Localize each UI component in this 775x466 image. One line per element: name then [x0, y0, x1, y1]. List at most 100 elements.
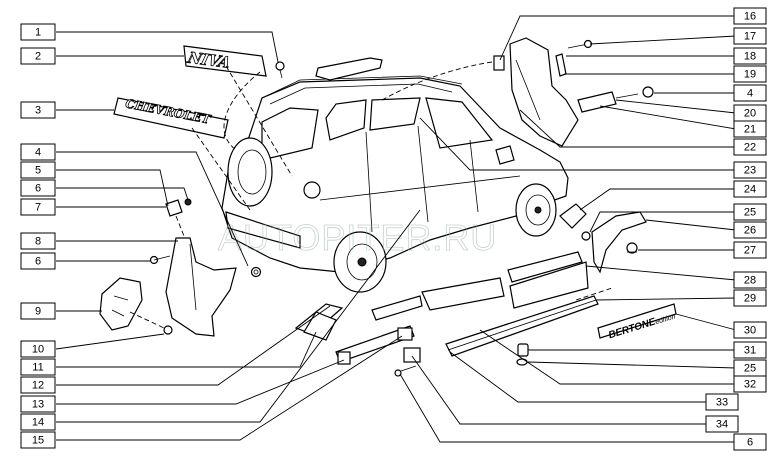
callout-number: 15: [32, 435, 44, 447]
clip-34: [403, 347, 421, 363]
callout-number: 6: [747, 437, 753, 449]
callout-box: [733, 161, 767, 179]
rear-mud-flap: [165, 237, 237, 337]
callout-number: 22: [744, 142, 756, 154]
callouts-right: 1617181942021222324252627282930312532333…: [705, 7, 767, 451]
vehicle-body: [221, 75, 569, 293]
callout-20: 20: [733, 104, 767, 122]
callout-1: 1: [20, 23, 56, 41]
callout-number: 28: [744, 275, 756, 287]
callout-number: 33: [716, 397, 728, 409]
callout-22: 22: [733, 138, 767, 156]
callout-box: [733, 84, 767, 102]
callout-number: 25: [744, 363, 756, 375]
callout-number: 26: [744, 225, 756, 237]
nut-4-left: [250, 266, 262, 278]
callout-number: 4: [747, 88, 753, 100]
screw-6-left: [149, 255, 171, 265]
callout-21: 21: [733, 120, 767, 138]
callout-box: [733, 271, 767, 289]
callout-box: [20, 252, 56, 270]
bertone-badge: BERTONEedition: [597, 303, 677, 341]
callout-6: 6: [733, 433, 767, 451]
callout-box: [20, 395, 56, 413]
callout-box: [733, 7, 767, 25]
callout-2: 2: [20, 47, 56, 65]
callout-4: 4: [733, 84, 767, 102]
callout-15: 15: [20, 431, 56, 449]
callout-number: 14: [32, 417, 44, 429]
callout-box: [733, 65, 767, 83]
callout-29: 29: [733, 289, 767, 307]
callout-box: [20, 358, 56, 376]
callout-number: 21: [744, 124, 756, 136]
bracket-18-19: [555, 53, 567, 77]
callout-box: [20, 413, 56, 431]
callout-box: [733, 47, 767, 65]
callout-box: [733, 241, 767, 259]
plug-27: [626, 242, 638, 254]
callout-5: 5: [20, 161, 56, 179]
callout-number: 5: [35, 165, 41, 177]
callout-number: 17: [744, 31, 756, 43]
callout-number: 25: [744, 207, 756, 219]
callout-number: 18: [744, 51, 756, 63]
callout-number: 34: [716, 419, 728, 431]
mud-flap-bracket: [99, 277, 173, 335]
callout-number: 6: [35, 256, 41, 268]
callout-box: [20, 101, 56, 119]
front-mud-guard-small: [559, 203, 587, 229]
callout-box: [20, 23, 56, 41]
door-molding: [371, 251, 589, 321]
callout-number: 12: [32, 380, 44, 392]
niva-screw-icon: [275, 61, 285, 79]
callout-box: [733, 27, 767, 45]
callout-box: [20, 179, 56, 197]
callout-number: 29: [744, 293, 756, 305]
callout-4: 4: [20, 143, 56, 161]
leader-lines: [55, 15, 737, 443]
screw-6-bottom: [394, 365, 417, 377]
callout-number: 20: [744, 108, 756, 120]
callout-number: 3: [35, 105, 41, 117]
callout-box: [705, 415, 739, 433]
callout-box: [20, 232, 56, 250]
sill-clip-block: [335, 325, 415, 365]
callout-26: 26: [733, 221, 767, 239]
callout-box: [733, 289, 767, 307]
callout-number: 16: [744, 11, 756, 23]
callout-number: 2: [35, 51, 41, 63]
callout-30: 30: [733, 321, 767, 339]
callout-16: 16: [733, 7, 767, 25]
callout-box: [20, 143, 56, 161]
callout-27: 27: [733, 241, 767, 259]
callout-box: [20, 47, 56, 65]
callout-23: 23: [733, 161, 767, 179]
callout-9: 9: [20, 302, 56, 320]
callout-box: [733, 180, 767, 198]
callout-box: [733, 138, 767, 156]
front-mud-flap: [493, 37, 579, 147]
callout-8: 8: [20, 232, 56, 250]
callout-28: 28: [733, 271, 767, 289]
callout-3: 3: [20, 101, 56, 119]
callout-number: 19: [744, 69, 756, 81]
callout-number: 13: [32, 399, 44, 411]
bolt-17: [567, 39, 593, 49]
callout-number: 30: [744, 325, 756, 337]
callout-box: [20, 340, 56, 358]
callout-11: 11: [20, 358, 56, 376]
callout-18: 18: [733, 47, 767, 65]
callout-7: 7: [20, 198, 56, 216]
callout-box: [20, 431, 56, 449]
callout-number: 9: [35, 306, 41, 318]
callout-25: 25: [733, 359, 767, 377]
callout-32: 32: [733, 375, 767, 393]
callout-box: [20, 198, 56, 216]
niva-badge-text: NIVA: [185, 49, 232, 72]
callout-number: 11: [32, 362, 43, 374]
callout-24: 24: [733, 180, 767, 198]
watermark: AUTOPITER.RU: [218, 217, 497, 258]
spacer-31: [517, 343, 529, 357]
